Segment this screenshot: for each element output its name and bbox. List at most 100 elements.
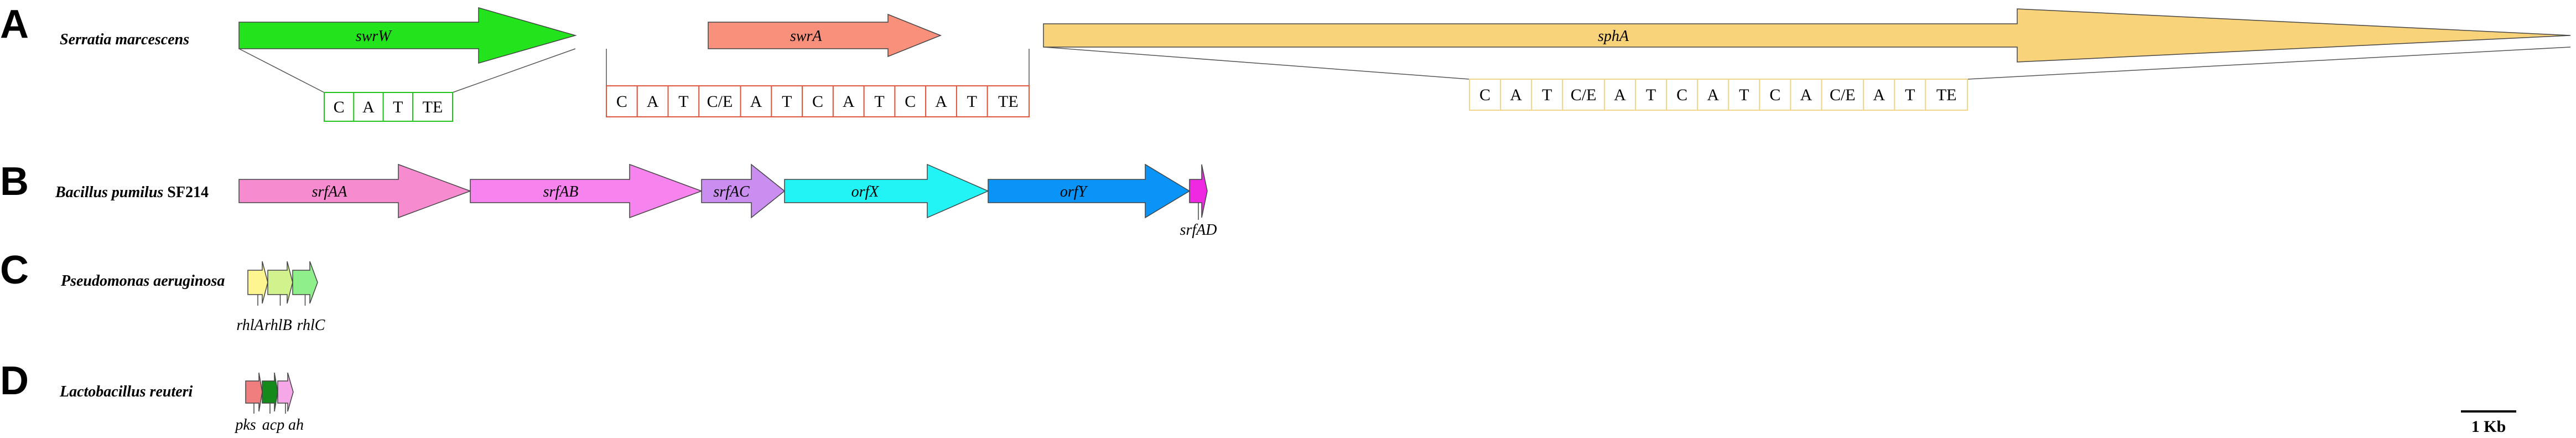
domain-label: T: [1739, 86, 1749, 104]
gene-label-rhlB: rhlB: [264, 317, 292, 334]
organism-species: Bacillus pumilus: [55, 184, 163, 201]
organism-species: Pseudomonas aeruginosa: [60, 272, 225, 290]
gene-arrow-rhlB: [267, 261, 293, 304]
domain-label: A: [935, 92, 947, 111]
gene-arrow-sphA: [1043, 8, 2571, 63]
domain-label: T: [1905, 86, 1915, 104]
domain-cell: [802, 85, 834, 117]
domain-cell: [1500, 79, 1533, 111]
domain-label: C: [812, 92, 823, 111]
domain-label: C: [905, 92, 916, 111]
domain-label: T: [782, 92, 792, 111]
gene-arrow-swrA: [708, 13, 942, 58]
domain-label: T: [678, 92, 688, 111]
domain-cell: [1925, 79, 1969, 111]
gene-label-ah: ah: [288, 416, 304, 434]
domain-label: T: [874, 92, 884, 111]
zoom-line-right: [1967, 47, 2571, 80]
domain-cell: [1863, 79, 1895, 111]
domain-label: A: [1707, 86, 1719, 104]
domain-cell: [986, 85, 1030, 117]
domain-label: A: [1873, 86, 1885, 104]
domain-cell: [1635, 79, 1668, 111]
gene-label-rhlC: rhlC: [297, 317, 325, 334]
domain-label: A: [750, 92, 762, 111]
gene-label-srfAA: srfAA: [312, 183, 348, 200]
domain-cell: [698, 85, 741, 117]
organism-name: Bacillus pumilus SF214: [55, 184, 209, 201]
panel-letter: D: [0, 359, 29, 403]
organism-name: Lactobacillus reuteri: [59, 383, 193, 400]
domain-cell: [412, 92, 453, 122]
domain-cell: [1697, 79, 1730, 111]
domain-label: TE: [1936, 86, 1957, 104]
domain-label: T: [1542, 86, 1552, 104]
gene-arrow-srfAA: [238, 163, 472, 219]
domain-label: T: [967, 92, 977, 111]
gene-arrow-ah: [277, 372, 294, 412]
domain-label: TE: [423, 98, 443, 116]
domain-cell: [353, 92, 384, 122]
domain-cell: [382, 92, 414, 122]
gene-label-rhlA: rhlA: [236, 317, 264, 334]
domain-label: TE: [998, 92, 1019, 111]
scale-bar-label: 1 Kb: [2471, 418, 2506, 436]
scale-bar: 1 Kb: [2461, 410, 2516, 436]
domain-cell: [1469, 79, 1502, 111]
domain-label: T: [1646, 86, 1656, 104]
domain-cell: [925, 85, 957, 117]
gene-label-pks: pks: [234, 416, 256, 434]
domain-label: A: [1614, 86, 1626, 104]
gene-label-srfAB: srfAB: [543, 183, 579, 200]
domain-label: C: [1479, 86, 1490, 104]
organism-species: Serratia marcescens: [60, 31, 189, 48]
gene-label-swrA: swrA: [790, 28, 822, 45]
zoom-line-left: [238, 48, 325, 93]
domain-label: C: [334, 98, 345, 116]
organism-name: Serratia marcescens: [60, 31, 189, 48]
domain-cell: [1562, 79, 1605, 111]
organism-strain: SF214: [163, 184, 209, 201]
domain-label: C: [1769, 86, 1780, 104]
gene-label-sphA: sphA: [1598, 28, 1629, 45]
gene-arrow-pks: [245, 372, 263, 412]
domain-label: A: [647, 92, 659, 111]
domain-cell: [324, 92, 355, 122]
gene-arrow-srfAD: [1189, 164, 1208, 218]
organism-name: Pseudomonas aeruginosa: [60, 272, 225, 290]
gene-label-swrW: swrW: [356, 28, 392, 45]
panel-letter: C: [0, 248, 29, 292]
domain-label: C/E: [1830, 86, 1856, 104]
domain-label: C: [1676, 86, 1687, 104]
gene-arrow-orfX: [784, 163, 989, 219]
zoom-line-right: [452, 48, 576, 93]
domain-label: C/E: [707, 92, 733, 111]
gene-arrow-rhlA: [247, 261, 268, 304]
gene-arrow-srfAC: [701, 163, 786, 219]
domain-cell: [636, 85, 669, 117]
domain-label: A: [843, 92, 855, 111]
domain-label: T: [393, 98, 403, 116]
domain-cell: [1666, 79, 1699, 111]
gene-label-srfAD: srfAD: [1180, 221, 1217, 239]
gene-arrow-rhlC: [292, 261, 318, 304]
panel-letter: B: [0, 159, 29, 204]
domain-label: A: [362, 98, 375, 116]
gene-label-acp: acp: [262, 416, 284, 434]
domain-cell: [740, 85, 772, 117]
gene-label-orfX: orfX: [851, 183, 880, 200]
domain-cell: [771, 85, 803, 117]
domain-cell: [1603, 79, 1637, 111]
domain-cell: [955, 85, 988, 117]
domain-cell: [667, 85, 700, 117]
zoom-line-left: [1043, 47, 1470, 80]
gene-arrow-swrW: [238, 7, 577, 64]
domain-cell: [1894, 79, 1926, 111]
